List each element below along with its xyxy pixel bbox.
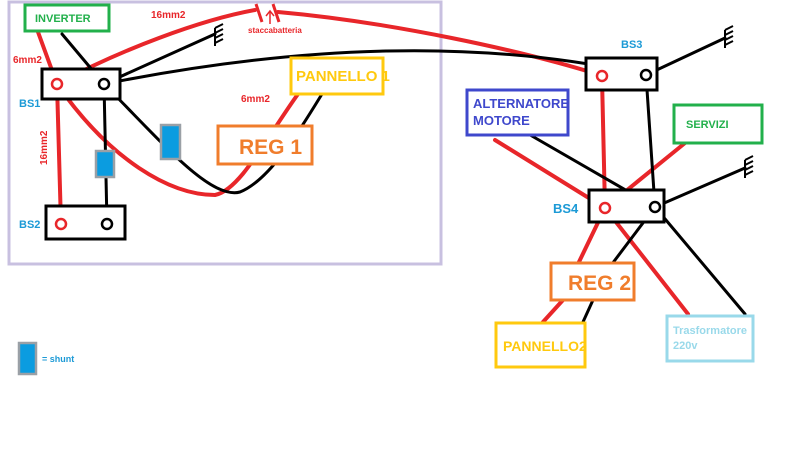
bs4-negative-terminal	[648, 200, 662, 214]
black-wire-bs4-ground	[653, 166, 747, 209]
bs1-negative-terminal	[97, 77, 111, 91]
red-wire-bs4-trasformatore	[603, 206, 690, 316]
black-wire-bs3-bs4	[644, 73, 657, 209]
pannello2-label: PANNELLO2	[503, 338, 587, 354]
bs4-positive-terminal	[598, 201, 612, 215]
red-wire-bs3-bs4	[600, 76, 607, 210]
reg2-box	[549, 261, 636, 302]
alternatore-label-line2: MOTORE	[473, 113, 530, 128]
inverter-box	[23, 3, 111, 33]
alternatore-box	[465, 88, 570, 137]
pannello2-box	[494, 321, 587, 369]
staccabatteria-label: staccabatteria	[248, 26, 302, 35]
wire-size-6-left: 6mm2	[13, 55, 42, 66]
black-wire-bs4-trasformatore	[653, 205, 747, 316]
trasformatore-label-line1: Trasformatore	[673, 325, 747, 337]
inverter-label: INVERTER	[35, 13, 91, 25]
bs3-positive-terminal	[595, 69, 609, 83]
bs2-negative-terminal	[100, 217, 114, 231]
red-wire-alternatore-bs4	[493, 138, 607, 210]
bs3-label: BS3	[621, 39, 642, 51]
shunt-bs1-bs2	[94, 149, 116, 179]
red-wire-reg2-pannello2	[541, 298, 565, 324]
black-wire-bs3-ground	[644, 36, 727, 77]
boat-compartment-frame	[7, 0, 443, 266]
bs4-label: BS4	[553, 201, 579, 216]
staccabatteria-arrow	[265, 9, 275, 24]
trasformatore-box	[665, 314, 755, 363]
bs1-label: BS1	[19, 98, 40, 110]
black-wire-reg2-pannello2	[581, 298, 595, 324]
ground-symbol-bs4	[744, 155, 754, 178]
shunt-legend-label: = shunt	[42, 354, 74, 364]
trasformatore-label-line2: 220v	[673, 340, 698, 352]
alternatore-label-line1: ALTERNATORE	[473, 96, 569, 111]
reg1-box	[216, 124, 314, 166]
bs2-positive-terminal	[54, 217, 68, 231]
reg2-label: REG 2	[568, 272, 631, 295]
reg1-label: REG 1	[239, 136, 302, 159]
servizi-label: SERVIZI	[686, 119, 729, 131]
shunt-legend-symbol	[17, 341, 38, 376]
bs1-positive-terminal	[50, 77, 64, 91]
black-wire-bs1-ground	[102, 32, 217, 86]
red-wire-staccabatteria-bs3	[276, 10, 602, 77]
shunt-pannello1-line	[159, 123, 182, 161]
wire-size-6-pannello: 6mm2	[241, 94, 270, 105]
staccabatteria-switch	[254, 3, 281, 23]
red-wire-bs1-bs2	[55, 82, 63, 226]
black-wire-bs1-bs3	[102, 49, 648, 86]
servizi-box	[672, 103, 764, 145]
wire-size-16-vertical: 16mm2	[39, 130, 50, 165]
bs3-negative-terminal	[639, 68, 653, 82]
pannello1-label: PANNELLO 1	[296, 68, 390, 85]
pannello1-box	[289, 56, 385, 96]
bs2-label: BS2	[19, 219, 40, 231]
ground-symbol-bs3	[724, 25, 734, 48]
ground-symbol-bs1	[214, 23, 224, 46]
wire-size-16-top: 16mm2	[151, 10, 186, 21]
